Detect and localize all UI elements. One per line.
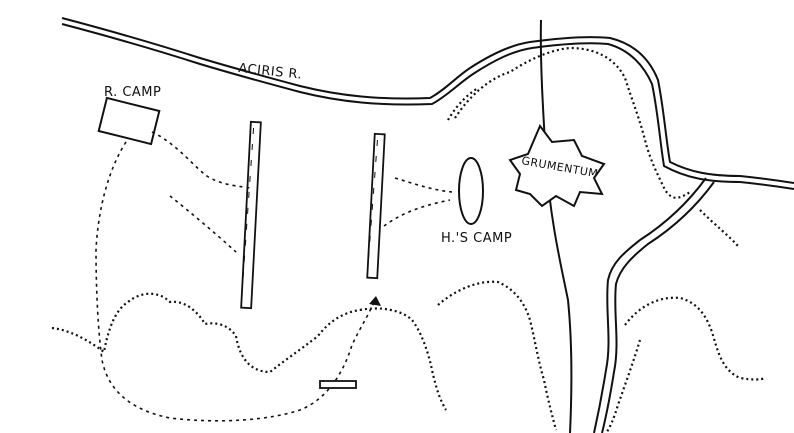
aciris-river (61, 17, 794, 190)
detachment-marker (319, 380, 357, 389)
movement-paths (95, 131, 453, 422)
hannibal-camp (458, 157, 484, 225)
river-label: ACIRIS R. (238, 61, 303, 83)
grumentum-town (508, 124, 606, 208)
road (539, 19, 573, 433)
hannibal-camp-label: H.'S CAMP (441, 231, 512, 246)
advance-arrow (369, 296, 381, 306)
roman-camp-label: R. CAMP (104, 85, 161, 100)
river-branch (593, 177, 715, 433)
roman-camp (97, 96, 161, 146)
roman-line-left (240, 120, 262, 310)
roman-line-right (366, 132, 386, 280)
hills (51, 46, 767, 433)
